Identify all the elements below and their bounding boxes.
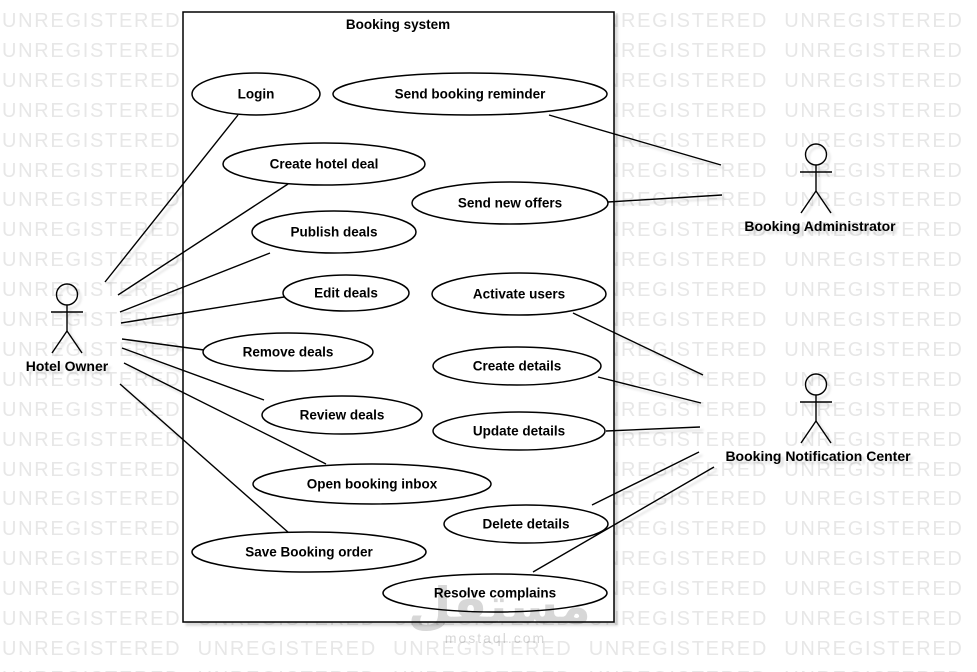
usecase-shape — [443, 504, 609, 544]
connector-hotel-owner--edit-deals — [120, 296, 285, 324]
usecase-shape — [252, 463, 492, 505]
usecase-update-details: Update details — [432, 411, 606, 451]
usecase-shape — [411, 181, 609, 225]
usecase-open-booking-inbox: Open booking inbox — [252, 463, 492, 505]
usecase-label: Open booking inbox — [307, 477, 438, 492]
usecase-shape — [261, 395, 423, 435]
usecase-send-new-offers: Send new offers — [411, 181, 609, 225]
usecase-shape — [191, 72, 321, 116]
usecase-create-details: Create details — [432, 346, 602, 386]
usecase-login: Login — [191, 72, 321, 116]
actor-label: Booking Notification Center — [725, 448, 911, 464]
usecase-save-booking-order: Save Booking order — [191, 531, 427, 573]
usecase-edit-deals: Edit deals — [282, 274, 410, 312]
usecase-review-deals: Review deals — [261, 395, 423, 435]
connector-send-booking-reminder--booking-administrator — [548, 114, 722, 166]
connector-hotel-owner--review-deals — [121, 347, 265, 401]
usecase-shape — [282, 274, 410, 312]
usecase-shape — [432, 411, 606, 451]
usecase-label: Update details — [473, 424, 565, 439]
actor-booking-notification-center: Booking Notification Center — [725, 373, 911, 464]
usecase-label: Remove deals — [243, 345, 334, 360]
usecase-label: Login — [238, 87, 275, 102]
connector-hotel-owner--save-booking-order — [119, 383, 290, 534]
usecase-label: Publish deals — [290, 225, 377, 240]
actor-figure-icon — [800, 143, 832, 214]
usecase-shape — [431, 272, 607, 316]
connector-activate-users--booking-notification-center — [572, 312, 704, 376]
usecase-label: Activate users — [473, 287, 565, 302]
usecase-shape — [202, 332, 374, 372]
usecase-label: Create hotel deal — [270, 157, 379, 172]
usecase-label: Save Booking order — [245, 545, 373, 560]
usecase-shape — [251, 210, 417, 254]
watermark-row: UNREGISTERED UNREGISTERED UNREGISTERED U… — [2, 664, 977, 672]
actor-booking-administrator: Booking Administrator — [744, 143, 896, 234]
usecase-publish-deals: Publish deals — [251, 210, 417, 254]
actor-figure-icon — [800, 373, 832, 444]
usecase-resolve-complains: Resolve complains — [382, 573, 608, 613]
usecase-label: Send booking reminder — [395, 87, 547, 102]
actor-label: Hotel Owner — [26, 358, 109, 374]
watermark-row: UNREGISTERED UNREGISTERED UNREGISTERED U… — [2, 637, 977, 660]
connector-hotel-owner--create-hotel-deal — [117, 183, 289, 296]
usecase-label: Edit deals — [314, 286, 378, 301]
connector-update-details--booking-notification-center — [605, 426, 701, 432]
connector-hotel-owner--login — [104, 114, 239, 283]
connector-hotel-owner--publish-deals — [119, 252, 271, 313]
connector-send-new-offers--booking-administrator — [607, 194, 723, 203]
actor-hotel-owner: Hotel Owner — [26, 283, 109, 374]
usecase-activate-users: Activate users — [431, 272, 607, 316]
usecase-remove-deals: Remove deals — [202, 332, 374, 372]
system-title: Booking system — [346, 17, 450, 32]
actor-figure-icon — [51, 283, 83, 354]
usecase-label: Create details — [473, 359, 562, 374]
usecase-shape — [332, 72, 608, 116]
connector-create-details--booking-notification-center — [597, 376, 702, 404]
usecase-shape — [382, 573, 608, 613]
usecase-label: Send new offers — [458, 196, 562, 211]
usecase-send-booking-reminder: Send booking reminder — [332, 72, 608, 116]
connector-hotel-owner--open-booking-inbox — [123, 362, 327, 465]
usecase-shape — [222, 142, 426, 186]
usecase-label: Resolve complains — [434, 586, 556, 601]
connector-delete-details--booking-notification-center — [591, 451, 700, 506]
usecase-label: Review deals — [300, 408, 385, 423]
usecase-shape — [432, 346, 602, 386]
usecase-delete-details: Delete details — [443, 504, 609, 544]
usecase-create-hotel-deal: Create hotel deal — [222, 142, 426, 186]
connector-resolve-complains--booking-notification-center — [532, 466, 715, 573]
connector-hotel-owner--remove-deals — [121, 338, 205, 351]
actor-label: Booking Administrator — [744, 218, 896, 234]
usecase-label: Delete details — [482, 517, 569, 532]
usecase-shape — [191, 531, 427, 573]
